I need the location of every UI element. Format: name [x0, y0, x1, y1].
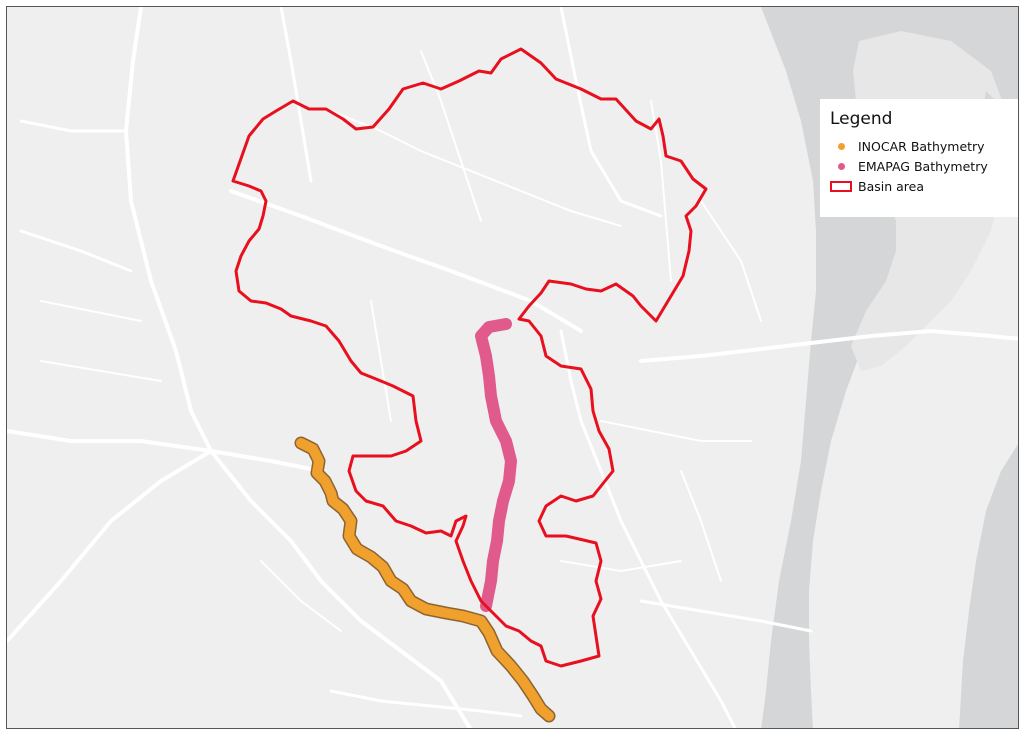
legend-item-label: Basin area	[858, 178, 924, 194]
legend-item-basin: Basin area	[830, 176, 1010, 196]
map-legend: Legend INOCAR Bathymetry EMAPAG Bathymet…	[820, 99, 1018, 217]
legend-item-emapag: EMAPAG Bathymetry	[830, 156, 1010, 176]
river-water-east	[959, 444, 1018, 728]
orange-point-icon	[830, 142, 852, 150]
map-frame[interactable]: Legend INOCAR Bathymetry EMAPAG Bathymet…	[6, 6, 1019, 729]
red-polygon-icon	[830, 180, 852, 192]
legend-title: Legend	[830, 109, 893, 129]
pink-point-icon	[830, 162, 852, 170]
legend-item-inocar: INOCAR Bathymetry	[830, 136, 1010, 156]
inocar-bathymetry[interactable]	[294, 436, 556, 723]
basin-area-outline[interactable]	[231, 47, 708, 668]
road-network	[7, 7, 1018, 728]
legend-item-label: EMAPAG Bathymetry	[858, 158, 988, 174]
emapag-bathymetry[interactable]	[475, 318, 517, 612]
legend-item-label: INOCAR Bathymetry	[858, 138, 985, 154]
